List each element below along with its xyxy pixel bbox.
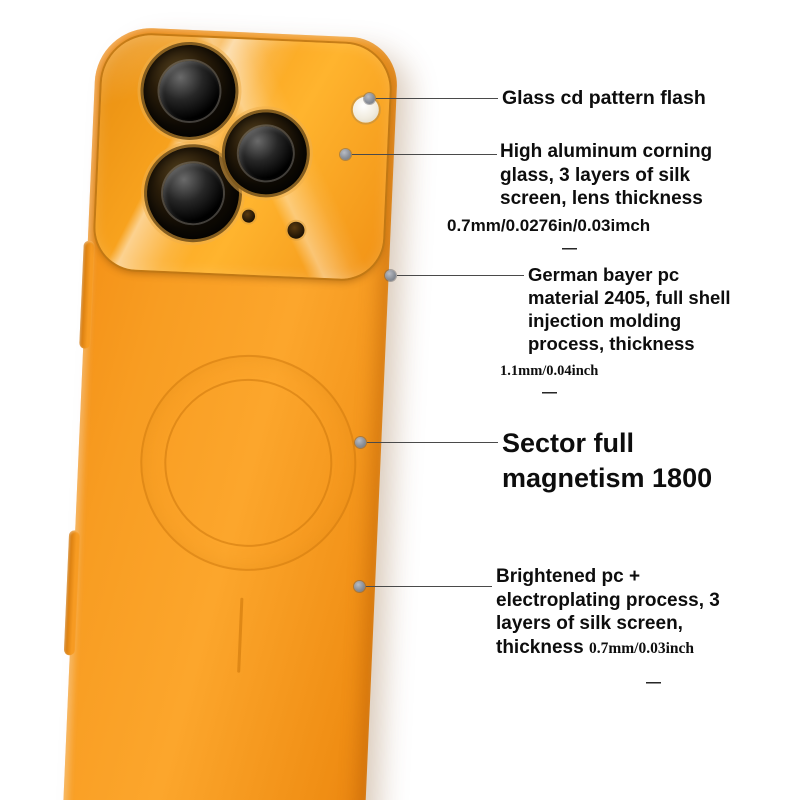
callout-title: Glass cd pattern flash — [502, 87, 706, 109]
callout-flash: Glass cd pattern flash — [502, 86, 706, 110]
callout-dot-finish — [354, 581, 365, 592]
callout-title: Brightened pc + electroplating process, … — [496, 566, 720, 658]
callout-dash: — — [542, 384, 557, 401]
callout-line-finish — [366, 586, 492, 587]
callout-line-flash — [376, 98, 498, 99]
callout-dash: — — [646, 674, 661, 691]
callout-line-magnet — [367, 442, 498, 443]
side-button-upper — [79, 240, 95, 349]
callout-line-glass — [352, 154, 497, 155]
callout-title: High aluminum corning glass, 3 layers of… — [500, 141, 713, 210]
side-button-lower — [63, 530, 81, 656]
camera-lens-1 — [141, 42, 238, 139]
callout-magnet: Sector full magnetism 1800 — [502, 426, 712, 495]
callout-measure: 1.1mm/0.04inch — [500, 362, 599, 379]
callout-finish: Brightened pc + electroplating process, … — [496, 565, 778, 659]
callout-measure: 0.7mm/0.0276in/0.03imch — [447, 215, 651, 235]
callout-line-shell — [397, 275, 524, 276]
callout-shell: German bayer pc material 2405, full shel… — [500, 264, 776, 380]
callout-dash: — — [562, 240, 577, 257]
sensor-hole-1 — [241, 209, 256, 223]
callout-dot-magnet — [355, 437, 366, 448]
callout-dot-shell — [385, 270, 396, 281]
phone-case — [61, 25, 399, 800]
sensor-hole-2 — [287, 221, 305, 240]
callout-glass: High aluminum corning glass, 3 layers of… — [447, 140, 758, 236]
callout-title: Sector full magnetism 1800 — [502, 428, 713, 493]
magsafe-alignment-line — [237, 597, 244, 673]
callout-dot-flash — [364, 93, 375, 104]
callout-dot-glass — [340, 149, 351, 160]
callout-measure: 0.7mm/0.03inch — [588, 639, 694, 657]
callout-title: German bayer pc material 2405, full shel… — [528, 264, 731, 354]
